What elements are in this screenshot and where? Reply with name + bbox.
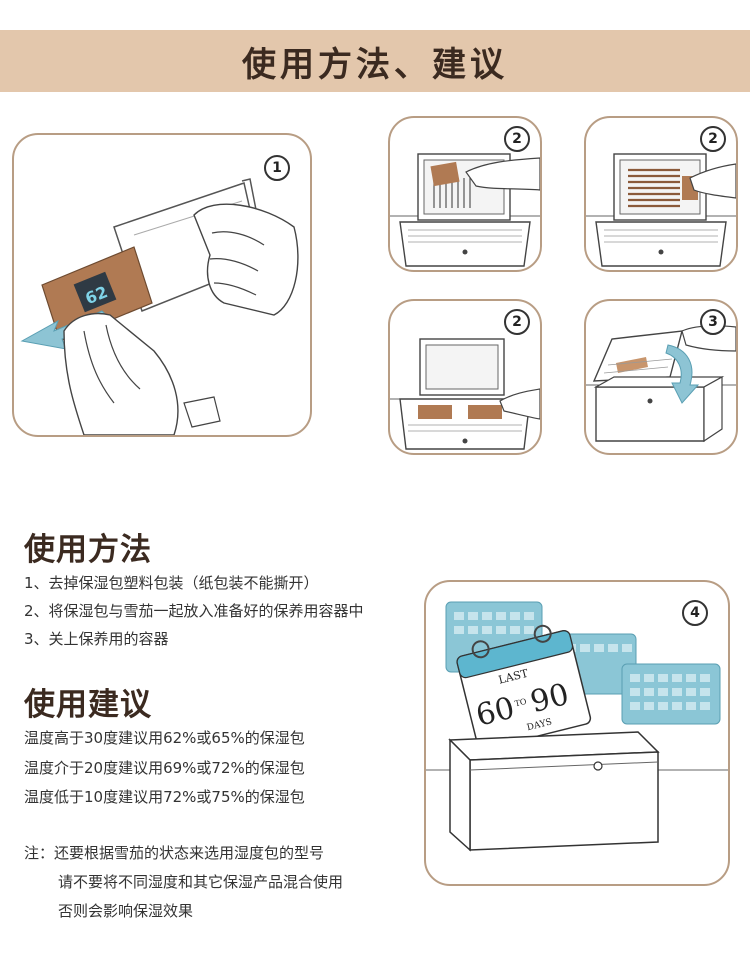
usage-heading: 使用方法 <box>24 532 152 568</box>
place-pack-drawing <box>390 153 540 267</box>
step-2-illustration-b: 2 <box>584 116 738 272</box>
place-pack-on-cigars-drawing <box>586 153 736 267</box>
packs-in-tray-drawing <box>390 338 540 450</box>
step-number-badge: 2 <box>700 126 726 152</box>
step-number-badge: 3 <box>700 309 726 335</box>
page-title: 使用方法、建议 <box>242 44 508 85</box>
long-lasting-calendar-drawing: LAST 60 TO 90 DAYS <box>426 601 728 852</box>
usage-step-3: 3、关上保养用的容器 <box>24 630 169 648</box>
advice-heading: 使用建议 <box>24 687 152 723</box>
advice-item-2: 温度介于20度建议用69%或72%的保湿包 <box>24 759 305 777</box>
usage-step-2: 2、将保湿包与雪茄一起放入准备好的保养用容器中 <box>24 602 364 620</box>
note-line-2: 请不要将不同湿度和其它保湿产品混合使用 <box>58 873 344 891</box>
note-line-3: 否则会影响保湿效果 <box>58 902 194 920</box>
note-line-1: 注：还要根据雪茄的状态来选用湿度包的型号 <box>24 844 325 862</box>
step-2-illustration-c: 2 <box>388 299 542 455</box>
unwrap-pack-drawing: 62 <box>20 178 299 435</box>
advice-item-3: 温度低于10度建议用72%或75%的保湿包 <box>24 788 305 806</box>
step-number-badge: 2 <box>504 309 530 335</box>
step-3-illustration: 3 <box>584 299 738 455</box>
step-number-badge: 4 <box>682 600 708 626</box>
step-4-illustration: 4 LAST 60 TO 90 DAYS <box>424 580 730 886</box>
calendar-to: TO <box>514 697 528 709</box>
step-number-badge: 1 <box>264 155 290 181</box>
title-banner: 使用方法、建议 <box>0 30 750 92</box>
step-2-illustration-a: 2 <box>388 116 542 272</box>
advice-item-1: 温度高于30度建议用62%或65%的保湿包 <box>24 729 305 747</box>
close-lid-drawing <box>586 325 736 443</box>
usage-step-1: 1、去掉保湿包塑料包装（纸包装不能撕开） <box>24 574 319 592</box>
step-1-illustration: 1 62 <box>12 133 312 437</box>
step-number-badge: 2 <box>504 126 530 152</box>
